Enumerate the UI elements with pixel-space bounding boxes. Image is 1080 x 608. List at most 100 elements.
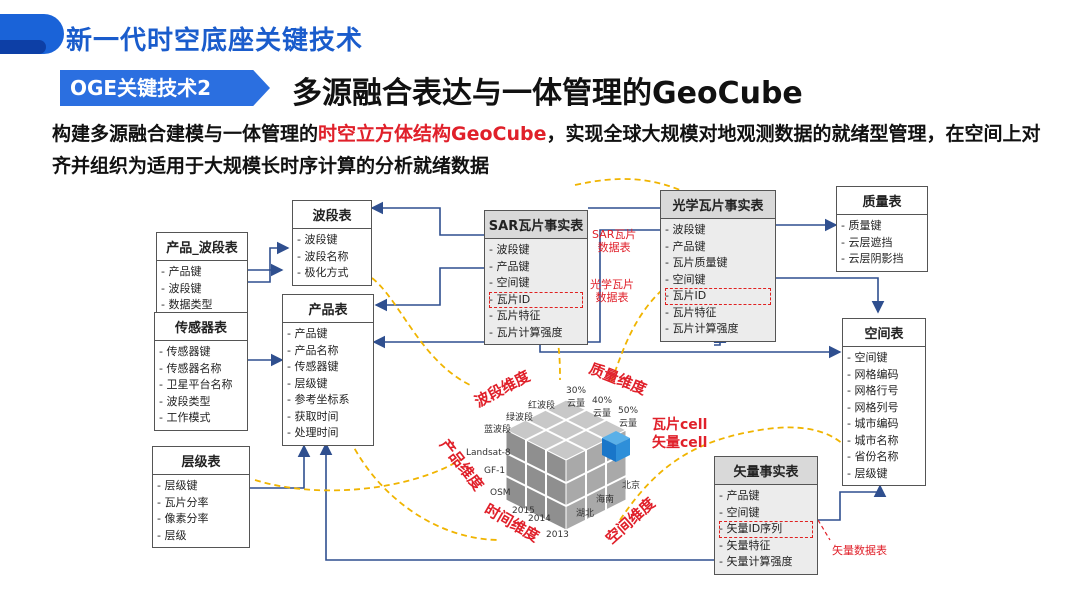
note-sar-table: SAR瓦片 数据表 [592, 228, 637, 254]
year-2014: 2014 [528, 514, 551, 524]
cell-icon [602, 431, 630, 462]
tech-tag: OGE关键技术2 [60, 70, 270, 106]
table-row: - 产品键 [489, 259, 530, 273]
table-title: 质量表 [837, 187, 927, 215]
label-vector-cell: 矢量cell [652, 435, 708, 451]
band-blue: 蓝波段 [484, 425, 512, 435]
link-level-product [250, 444, 311, 489]
table-optical-fact: 光学瓦片事实表 - 波段键 - 产品键 - 瓦片质量键 - 空间键 - 瓦片ID… [660, 190, 776, 342]
band-red: 红波段 [528, 401, 556, 411]
place-beijing: 北京 [622, 481, 641, 491]
table-row: - 瓦片特征 [665, 305, 717, 319]
table-quality: 质量表 - 质量键 - 云层遮挡 - 云层阴影挡 [836, 186, 928, 272]
product-osm: OSM [490, 488, 511, 498]
table-row: - 产品键 [719, 489, 760, 502]
table-row: - 层级 [157, 528, 187, 542]
table-row: - 层级键 [847, 466, 888, 480]
dash-vector-note [817, 519, 831, 541]
header-accent-bar-2 [0, 40, 46, 54]
link-sar-product [374, 267, 484, 312]
table-title: 光学瓦片事实表 [661, 191, 775, 219]
table-row: - 传感器键 [287, 360, 339, 373]
table-row: - 瓦片计算强度 [665, 322, 739, 335]
table-row: - 矢量计算强度 [719, 555, 793, 568]
table-row: - 层级键 [157, 479, 198, 492]
table-product-band: 产品_波段表 - 产品键 - 波段键 - 数据类型 [156, 232, 248, 318]
table-sensor: 传感器表 - 传感器键 - 传感器名称 - 卫星平台名称 - 波段类型 - 工作… [154, 312, 248, 431]
year-2015: 2015 [512, 506, 535, 516]
table-row: - 波段类型 [159, 394, 211, 408]
geocube-graphic [504, 399, 630, 531]
table-row: - 波段键 [297, 233, 338, 246]
table-title: 空间表 [843, 319, 925, 347]
table-row: - 网格行号 [847, 384, 899, 397]
table-level: 层级表 - 层级键 - 瓦片分率 - 像素分率 - 层级 [152, 446, 250, 548]
table-sar-fact: SAR瓦片事实表 - 波段键 - 产品键 - 空间键 - 瓦片ID - 瓦片特征… [484, 210, 588, 345]
link-vector-product [319, 442, 714, 561]
dash-band-dim [371, 277, 471, 386]
table-row: - 处理时间 [287, 426, 339, 439]
table-row: - 层级键 [287, 376, 328, 390]
table-row: - 空间键 [847, 351, 888, 364]
table-row: - 瓦片分率 [157, 495, 209, 509]
table-row: - 云层遮挡 [841, 235, 893, 249]
cloud-50: 50% 云量 [618, 406, 639, 429]
band-green: 绿波段 [506, 413, 534, 423]
note-vector-table: 矢量数据表 [832, 544, 887, 557]
table-row: - 网格列号 [847, 400, 899, 414]
table-title: 传感器表 [155, 313, 247, 341]
table-row: - 瓦片质量键 [665, 256, 728, 269]
year-2013: 2013 [546, 530, 569, 540]
product-landsat: Landsat-8 [466, 448, 511, 458]
table-row: - 瓦片ID [665, 288, 771, 305]
table-row: - 产品键 [665, 239, 706, 253]
table-title: 产品表 [283, 295, 373, 323]
cloud-30: 30% 云量 [566, 386, 587, 409]
table-row: - 波段键 [665, 223, 706, 236]
table-row: - 卫星平台名称 [159, 378, 233, 391]
table-row: - 获取时间 [287, 409, 339, 423]
table-row: - 云层阴影挡 [841, 252, 904, 265]
table-space: 空间表 - 空间键 - 网格编码 - 网格行号 - 网格列号 - 城市编码 - … [842, 318, 926, 486]
table-title: 波段表 [293, 201, 371, 229]
dash-optical-id [609, 289, 663, 386]
table-band: 波段表 - 波段键 - 波段名称 - 极化方式 [292, 200, 372, 286]
table-row: - 产品键 [161, 265, 202, 278]
table-row: - 瓦片计算强度 [489, 325, 563, 339]
table-row: - 空间键 [665, 272, 706, 286]
table-row: - 传感器键 [159, 345, 211, 358]
dash-space [619, 426, 861, 521]
link-productband-product [248, 241, 290, 283]
table-row: - 数据类型 [161, 298, 213, 311]
intro-part2: ，实现全球大规模对地观测数据的就绪型管理，在空间上对齐并组织为适用于大规模长时序… [52, 123, 1041, 177]
link-vector-space [818, 484, 887, 521]
dash-level-product [254, 459, 461, 492]
intro-part1: 构建多源融合建模与一体管理的 [52, 123, 319, 145]
table-title: 层级表 [153, 447, 249, 475]
table-row: - 像素分率 [157, 512, 209, 525]
table-title: 产品_波段表 [157, 233, 247, 261]
table-row: - 网格编码 [847, 367, 899, 381]
table-product: 产品表 - 产品键 - 产品名称 - 传感器键 - 层级键 - 参考坐标系 - … [282, 294, 374, 446]
table-row: - 产品名称 [287, 343, 339, 357]
subtitle: 多源融合表达与一体管理的GeoCube [292, 76, 803, 111]
intro-text: 构建多源融合建模与一体管理的时空立方体结构GeoCube，实现全球大规模对地观测… [52, 118, 1042, 182]
label-tile-cell: 瓦片cell [652, 417, 708, 433]
note-optical-table: 光学瓦片 数据表 [590, 278, 634, 304]
table-title: 矢量事实表 [715, 457, 817, 485]
dash-top [574, 178, 681, 191]
page-title: 新一代时空底座关键技术 [66, 26, 364, 56]
link-optical-space [776, 277, 885, 314]
intro-highlight: 时空立方体结构GeoCube [318, 123, 547, 145]
cloud-40: 40% 云量 [592, 396, 613, 419]
table-row: - 极化方式 [297, 266, 349, 279]
link-sar-band [370, 201, 484, 236]
table-row: - 波段名称 [297, 249, 349, 263]
table-row: - 波段键 [489, 243, 530, 256]
table-row: - 城市名称 [847, 433, 899, 447]
dash-product-time [349, 439, 501, 541]
place-hainan: 海南 [596, 495, 615, 505]
table-row: - 瓦片特征 [489, 309, 541, 322]
table-title: SAR瓦片事实表 [485, 211, 587, 239]
table-row: - 波段键 [161, 281, 202, 295]
